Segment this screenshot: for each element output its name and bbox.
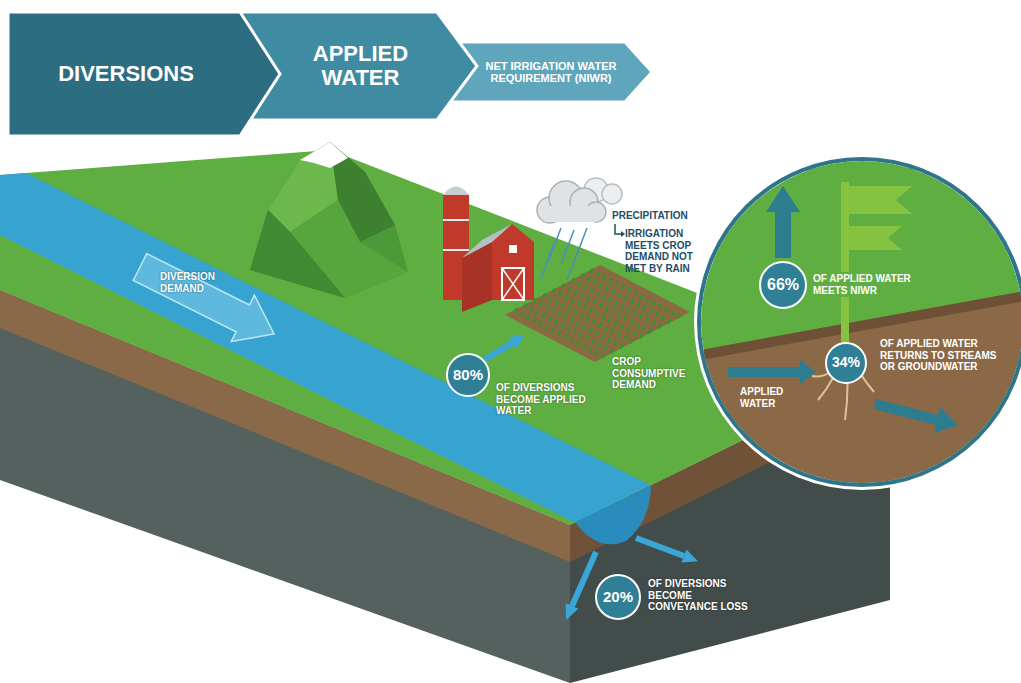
node-text: 80% bbox=[453, 367, 483, 384]
percent-circle: 80% bbox=[446, 353, 490, 397]
snow-cap bbox=[300, 142, 348, 168]
percent-circle: 34% bbox=[825, 342, 867, 384]
note-arrow bbox=[621, 231, 625, 237]
node-text: 20% bbox=[603, 589, 633, 606]
share-note-box: OF DIVERSIONS BECOME CONVEYANCE LOSS bbox=[648, 578, 754, 613]
weather-label: PRECIPITATION bbox=[612, 210, 688, 222]
node-text: NET IRRIGATION WATER REQUIREMENT (NIWR) bbox=[486, 60, 617, 84]
circle-outline bbox=[760, 262, 806, 308]
flow-arrow bbox=[484, 343, 512, 360]
node-text: 34% bbox=[832, 355, 860, 370]
share-note: OF APPLIED WATER MEETS NIWR bbox=[810, 272, 924, 297]
rain bbox=[541, 228, 587, 280]
flow-label: DIVERSION DEMAND bbox=[160, 271, 232, 294]
barn-roof bbox=[462, 224, 512, 258]
weather-label-box: PRECIPITATION bbox=[612, 210, 688, 222]
weather-note: IRRIGATION MEETS CROP DEMAND NOT MET BY … bbox=[625, 228, 697, 274]
demand-label: CROP CONSUMPTIVE DEMAND bbox=[612, 356, 690, 391]
inset-ring bbox=[699, 159, 1021, 485]
node-text: DIVERSIONS bbox=[58, 62, 194, 86]
percent-circle: 66% bbox=[759, 261, 807, 309]
crop-field bbox=[505, 265, 690, 362]
share-note: OF DIVERSIONS BECOME APPLIED WATER bbox=[496, 382, 594, 417]
share-note-box: OF DIVERSIONS BECOME APPLIED WATER bbox=[496, 382, 594, 417]
loss-arrow bbox=[682, 550, 699, 563]
share-note: OF APPLIED WATER RETURNS TO STREAMS OR G… bbox=[880, 338, 1002, 373]
chevron-outline bbox=[440, 42, 652, 102]
silo-band bbox=[443, 219, 469, 221]
percent-circle: 20% bbox=[595, 574, 641, 620]
chevron-outline bbox=[228, 12, 477, 120]
barn-window bbox=[509, 245, 517, 253]
loss-arrow bbox=[636, 538, 684, 556]
flow-label: APPLIED WATER bbox=[740, 386, 802, 409]
flow-label-box: APPLIED WATER bbox=[740, 386, 802, 409]
silo-band bbox=[443, 249, 469, 251]
silo-dome bbox=[443, 187, 469, 196]
barn-door bbox=[502, 268, 524, 300]
crop-rows bbox=[515, 270, 681, 357]
circle-outline bbox=[596, 575, 640, 619]
barn-wall bbox=[462, 242, 492, 312]
flow-label-box: DIVERSION DEMAND bbox=[160, 271, 232, 294]
stage-chevron: DIVERSIONS bbox=[8, 12, 280, 136]
flow-arrow bbox=[508, 335, 524, 349]
barn-door bbox=[502, 268, 524, 300]
mountain bbox=[250, 142, 408, 298]
node-text: APPLIED WATER bbox=[286, 42, 435, 90]
cloud bbox=[537, 181, 606, 223]
loss-arrow bbox=[572, 552, 596, 606]
circle-outline bbox=[826, 343, 866, 383]
node-text: 66% bbox=[767, 276, 799, 294]
circle-outline bbox=[447, 354, 489, 396]
loss-arrow bbox=[566, 603, 579, 620]
weather-note-box: IRRIGATION MEETS CROP DEMAND NOT MET BY … bbox=[625, 228, 697, 274]
note-arrow bbox=[615, 224, 621, 234]
share-note: OF DIVERSIONS BECOME CONVEYANCE LOSS bbox=[648, 578, 754, 613]
mountain-facet bbox=[250, 210, 345, 298]
barn-door bbox=[502, 268, 524, 300]
demand-label-box: CROP CONSUMPTIVE DEMAND bbox=[612, 356, 690, 391]
river-section bbox=[575, 486, 651, 544]
share-note-box: OF APPLIED WATER MEETS NIWR bbox=[810, 272, 924, 297]
chevron-outline bbox=[8, 12, 280, 136]
cloud bbox=[540, 206, 602, 222]
share-note-box: OF APPLIED WATER RETURNS TO STREAMS OR G… bbox=[880, 338, 1002, 373]
